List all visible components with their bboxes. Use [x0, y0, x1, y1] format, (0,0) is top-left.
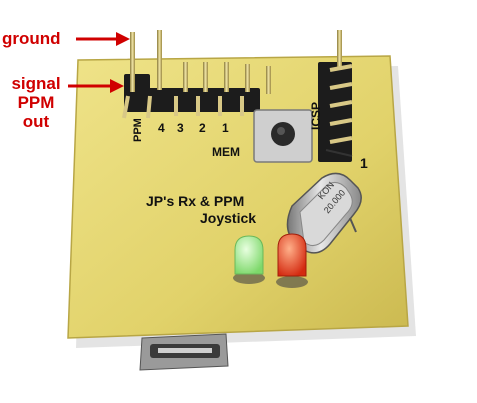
- signal-annotation: signal PPM out: [8, 74, 64, 131]
- ground-arrow: [76, 32, 130, 46]
- header-label-1: 1: [222, 121, 229, 135]
- header-label-3: 3: [177, 121, 184, 135]
- board-title-line1: JP's Rx & PPM: [146, 193, 244, 209]
- mem-silkscreen: MEM: [212, 145, 240, 159]
- header-label-4: 4: [158, 121, 165, 135]
- channel-header: [122, 30, 271, 119]
- icsp-pin1-label: 1: [360, 155, 368, 171]
- signal-annotation-line1: signal: [11, 74, 61, 93]
- signal-annotation-line2: PPM: [17, 93, 55, 112]
- red-led: [276, 233, 308, 288]
- board-title-line2: Joystick: [200, 210, 256, 226]
- ground-annotation: ground: [2, 29, 61, 48]
- header-label-2: 2: [199, 121, 206, 135]
- signal-arrow: [68, 79, 124, 93]
- ppm-silkscreen: PPM: [132, 118, 144, 142]
- usb-connector: [139, 333, 229, 371]
- mem-button: [253, 109, 313, 163]
- green-led: [233, 235, 265, 284]
- icsp-silkscreen: ICSP: [309, 102, 323, 130]
- icsp-header: [318, 30, 353, 162]
- signal-annotation-line3: out: [22, 112, 50, 131]
